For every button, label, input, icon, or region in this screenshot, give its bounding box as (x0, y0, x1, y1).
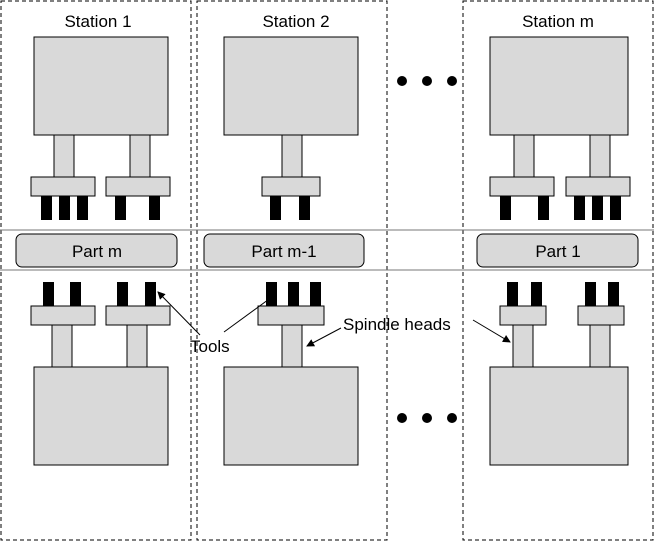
spindle-shaft (589, 134, 611, 178)
station-1-frame (0, 0, 192, 541)
tool (288, 282, 299, 306)
part-m-1-box (203, 233, 365, 268)
part-m-label: Part m (72, 242, 122, 261)
ellipsis-dot (397, 413, 407, 423)
spindle-heads-arrow-1 (306, 327, 342, 347)
spindle-head (489, 176, 555, 197)
tool (149, 196, 160, 220)
tool (41, 196, 52, 220)
tool-holder (257, 305, 325, 326)
station-2-upper-tools (270, 196, 310, 220)
spindle-heads-annotation-label: Spindle heads (343, 315, 451, 334)
spindle-shaft (281, 134, 303, 178)
tool (592, 196, 603, 220)
spindle-head (105, 176, 171, 197)
spindle-head (261, 176, 321, 197)
machine-body (33, 36, 169, 136)
tool-holder (105, 305, 171, 326)
tool (507, 282, 518, 306)
station-1-upper-machine (30, 36, 171, 197)
station-m-lower-machine (489, 305, 629, 466)
part-1-label: Part 1 (535, 242, 580, 261)
tool (145, 282, 156, 306)
tool (59, 196, 70, 220)
spindle-heads-arrow-2 (472, 319, 511, 343)
spindle-head (565, 176, 631, 197)
machine-body (489, 36, 629, 136)
tool (70, 282, 81, 306)
ellipsis-dot (447, 413, 457, 423)
machine-body (223, 36, 359, 136)
tool-holder (577, 305, 625, 326)
spindle-shaft (51, 324, 73, 368)
machine-body (223, 366, 359, 466)
station-m-lower-tools (507, 282, 619, 306)
station-m-upper-machine (489, 36, 631, 197)
tool (77, 196, 88, 220)
ellipsis-lower (397, 413, 457, 423)
station-m-label: Station m (522, 12, 594, 31)
station-m-upper-tools (500, 196, 621, 220)
ellipsis-upper (397, 76, 457, 86)
station-1-lower-tools (43, 282, 156, 306)
tool (43, 282, 54, 306)
part-1-box (476, 233, 639, 268)
part-m-box (15, 233, 178, 268)
part-m-1-label: Part m-1 (251, 242, 316, 261)
station-1-lower-machine (30, 305, 171, 466)
station-2-lower-machine (223, 305, 359, 466)
ellipsis-dot (422, 413, 432, 423)
tools-arrow-1 (157, 291, 201, 336)
spindle-shaft (513, 134, 535, 178)
station-2-upper-machine (223, 36, 359, 197)
tool (310, 282, 321, 306)
tools-annotation-label: Tools (190, 337, 230, 356)
station-2-label: Station 2 (262, 12, 329, 31)
tool (299, 196, 310, 220)
tool (115, 196, 126, 220)
spindle-shaft (129, 134, 151, 178)
tools-arrow-2 (223, 293, 277, 333)
tool-holder (499, 305, 547, 326)
ellipsis-dot (397, 76, 407, 86)
ellipsis-dot (447, 76, 457, 86)
tool (500, 196, 511, 220)
station-m-frame (462, 0, 654, 541)
machine-body (33, 366, 169, 466)
tool (608, 282, 619, 306)
station-1-label: Station 1 (64, 12, 131, 31)
station-2-frame (196, 0, 388, 541)
machine-body (489, 366, 629, 466)
tool-holder (30, 305, 96, 326)
spindle-shaft (589, 324, 611, 368)
tool (610, 196, 621, 220)
spindle-shaft (126, 324, 148, 368)
tool (531, 282, 542, 306)
station-1-upper-tools (41, 196, 160, 220)
tool (538, 196, 549, 220)
tool (574, 196, 585, 220)
tool (117, 282, 128, 306)
spindle-shaft (53, 134, 75, 178)
spindle-shaft (512, 324, 534, 368)
tool (585, 282, 596, 306)
ellipsis-dot (422, 76, 432, 86)
spindle-shaft (281, 324, 303, 368)
station-2-lower-tools (266, 282, 321, 306)
spindle-head (30, 176, 96, 197)
tool (270, 196, 281, 220)
